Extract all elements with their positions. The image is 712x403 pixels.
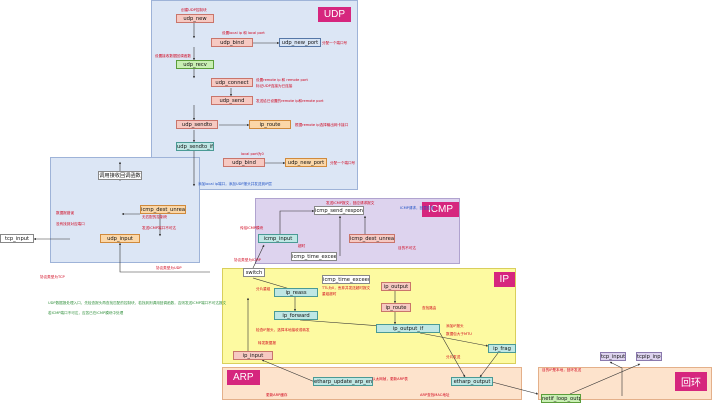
annotation: 目的不可达: [398, 246, 416, 250]
icmp-input-node[interactable]: icmp_input: [258, 234, 298, 243]
callback-node[interactable]: 调用接收回调函数: [98, 171, 142, 180]
annotation: 超时: [298, 244, 306, 248]
annotation: 检查IP报头，选择本地接收或转发: [256, 328, 310, 332]
ip-input-node[interactable]: ip_input: [233, 351, 273, 360]
etharp-update-arp-entry-node[interactable]: etharp_update_arp_entry: [313, 377, 373, 386]
annotation: 传给ICMP模块: [240, 226, 264, 230]
annotation: 分片发送: [446, 355, 461, 359]
ip-frag-node[interactable]: ip_frag: [488, 344, 516, 353]
annotation: 根据remote ip选择输出网卡接口: [295, 123, 349, 127]
icmp-time-exceeded-1-node[interactable]: icmp_time_exceeded: [291, 252, 337, 261]
annotation: 设置接收数据回调函数: [155, 54, 191, 58]
annotation: 更新ARP缓存: [266, 393, 288, 397]
ip-output-if-node[interactable]: ip_output_if: [376, 324, 440, 333]
ip-reass-node[interactable]: ip_reass: [274, 288, 318, 297]
udp-sendto-if-node[interactable]: udp_sendto_if: [176, 142, 214, 151]
annotation: 分配一个端口号: [322, 41, 348, 45]
udp-send-node[interactable]: udp_send: [211, 96, 253, 105]
annotation: local port为0: [241, 152, 264, 156]
udp-bind-node[interactable]: udp_bind: [211, 38, 253, 47]
udp-bind-2-node[interactable]: udp_bind: [223, 158, 265, 167]
udp-new-port-2-node[interactable]: udp_new_port: [285, 158, 327, 167]
annotation: 添加local ip端口，添加UDP报头并发送到IP层: [198, 182, 272, 186]
ip-region-label: IP: [493, 272, 515, 287]
annotation: 分配一个端口号: [330, 161, 356, 165]
udp-sendto-node[interactable]: udp_sendto: [176, 120, 218, 129]
tcp-input-node[interactable]: tcp_input: [0, 234, 34, 243]
udp-recv-node[interactable]: udp_recv: [176, 60, 214, 69]
annotation: 查找路由: [422, 306, 437, 310]
annotation: 转发数据报: [258, 341, 276, 345]
ip-forward-node[interactable]: ip_forward: [274, 311, 318, 320]
annotation: 创建UDP控制块: [181, 8, 207, 12]
ip-route-top-node[interactable]: ip_route: [249, 120, 291, 129]
icmp-region-label: ICMP: [422, 202, 459, 217]
annotation: 以太网帧，更新ARP表: [372, 377, 408, 381]
arp-region-label: ARP: [227, 370, 260, 385]
annotation: 发送给已设置的remote ip和remote port: [256, 99, 324, 103]
annotation: ICMP请求，回显应答: [400, 206, 434, 210]
netif-loop-output-node[interactable]: netif_loop_output: [541, 394, 581, 403]
etharp-output-node[interactable]: etharp_output: [451, 377, 493, 386]
ip-route-ip-node[interactable]: ip_route: [381, 303, 411, 312]
icmp-time-exceeded-2-node[interactable]: icmp_time_exceeded: [322, 275, 370, 284]
udp-new-port-node[interactable]: udp_new_port: [279, 38, 321, 47]
icmp-dest-unreach-left-node[interactable]: icmp_dest_unreach: [140, 205, 186, 214]
loopback-region-label: 回环: [675, 372, 707, 391]
annotation: 协议类型为TCP: [40, 275, 65, 279]
annotation: 目的IP是本地，回环发送: [542, 368, 582, 372]
icmp-dest-unreach-right-node[interactable]: icmp_dest_unreach: [349, 234, 395, 243]
annotation: 设置remote ip 和 remote port: [256, 78, 308, 82]
annotation: 分片重组: [256, 287, 271, 291]
annotation: 协议类型为UDP: [156, 266, 182, 270]
udp-region-label: UDP: [317, 7, 351, 22]
udp-connect-node[interactable]: udp_connect: [211, 78, 253, 87]
ip-output-node[interactable]: ip_output: [381, 282, 411, 291]
tcp-input-2-node[interactable]: tcp_input: [600, 352, 626, 361]
annotation: 发送ICMP端口不可达: [142, 226, 176, 230]
annotation: 数据包大于MTU: [446, 332, 472, 336]
annotation: 协议类型为ICMP: [234, 258, 261, 262]
switch-node[interactable]: switch: [243, 268, 265, 277]
annotation: 重组超时: [322, 292, 337, 296]
annotation: 没有找到对应端口: [56, 222, 85, 226]
annotation: UDP数据报处理入口，先检查报头再查找匹配的控制块，若找到则调用回调函数，否则发…: [48, 301, 227, 305]
annotation: ARP查找MAC地址: [420, 393, 450, 397]
udp-new-node[interactable]: udp_new: [176, 14, 214, 23]
udp-input-node[interactable]: udp_input: [100, 234, 140, 243]
ip-region: IP: [222, 268, 516, 364]
annotation: 添加IP报头: [446, 324, 464, 328]
annotation: 标记UDP连接为已连接: [256, 84, 293, 88]
annotation: 无匹配的控制块: [142, 215, 168, 219]
annotation: 设置local ip 和 local port: [222, 31, 265, 35]
annotation: TTL为0，丢弃并发送超时报文: [322, 286, 371, 290]
tcpip-input-node[interactable]: tcpip_input: [636, 352, 662, 361]
annotation: 数据报错误: [56, 211, 74, 215]
icmp-send-response-node[interactable]: icmp_send_response: [314, 206, 364, 215]
annotation: 发送ICMP报文，回应请求报文: [326, 201, 375, 205]
annotation: 若ICMP端口不可达，应答已在ICMP模块中处理: [48, 311, 124, 315]
